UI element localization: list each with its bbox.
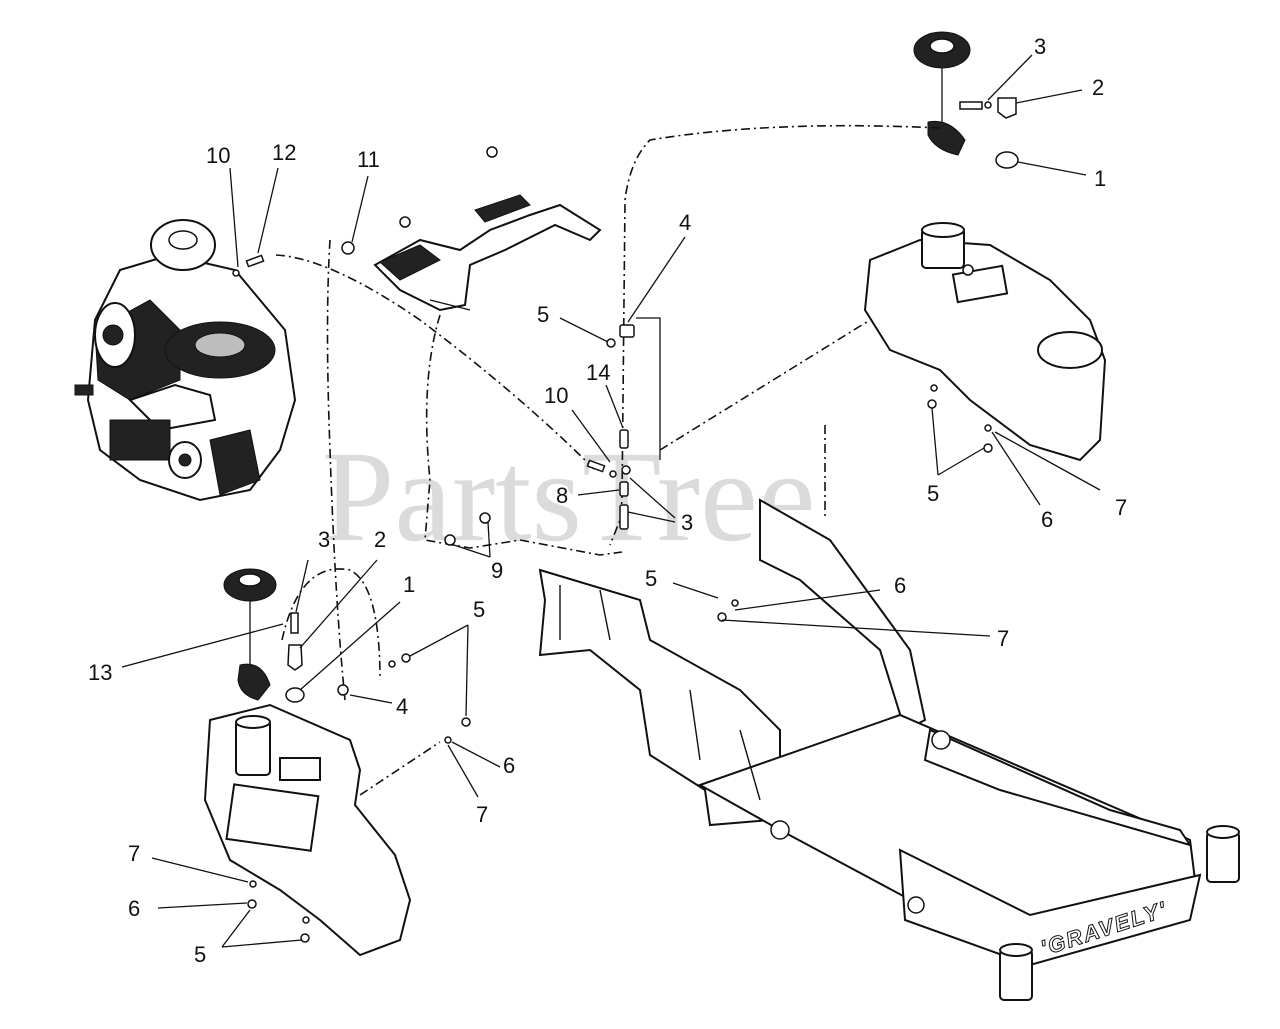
callout-6: 6 (1041, 507, 1053, 532)
callout-3: 3 (1034, 34, 1046, 59)
leader-lines (121, 54, 1101, 948)
callout-11: 11 (357, 147, 380, 172)
callout-1: 1 (403, 572, 415, 597)
callout-6: 6 (503, 753, 515, 778)
callout-13: 13 (88, 660, 112, 685)
callout-labels: 3 2 1 10 12 11 4 5 14 10 8 3 9 5 6 7 5 6… (88, 34, 1127, 967)
callout-6: 6 (128, 896, 140, 921)
callout-5: 5 (927, 481, 939, 506)
callout-10: 10 (544, 383, 568, 408)
callout-14: 14 (586, 360, 610, 385)
callout-3: 3 (681, 510, 693, 535)
callout-5: 5 (473, 597, 485, 622)
callout-4: 4 (396, 694, 408, 719)
callout-5: 5 (645, 566, 657, 591)
callout-7: 7 (476, 802, 488, 827)
callout-10: 10 (206, 143, 230, 168)
callout-5: 5 (194, 942, 206, 967)
callout-2: 2 (1092, 75, 1104, 100)
callout-5: 5 (537, 302, 549, 327)
fuel-cap-right (913, 31, 1019, 169)
callout-6: 6 (894, 573, 906, 598)
watermark-text: PartsTree (322, 425, 816, 569)
callout-2: 2 (374, 527, 386, 552)
callout-7: 7 (997, 626, 1009, 651)
fuel-tank-left (203, 703, 412, 957)
callout-8: 8 (556, 483, 568, 508)
hardware (232, 241, 993, 943)
callout-12: 12 (272, 140, 296, 165)
callout-7: 7 (1115, 495, 1127, 520)
callout-4: 4 (679, 210, 691, 235)
engine (74, 219, 297, 502)
mower-frame: 'GRAVELY' (538, 498, 1240, 1001)
callout-3: 3 (318, 527, 330, 552)
callout-1: 1 (1094, 166, 1106, 191)
callout-7: 7 (128, 841, 140, 866)
fuel-tank-right (863, 222, 1107, 462)
fuel-cap-left (223, 568, 305, 703)
fuel-lines (275, 124, 941, 796)
console-bracket (373, 146, 602, 312)
callout-9: 9 (491, 558, 503, 583)
